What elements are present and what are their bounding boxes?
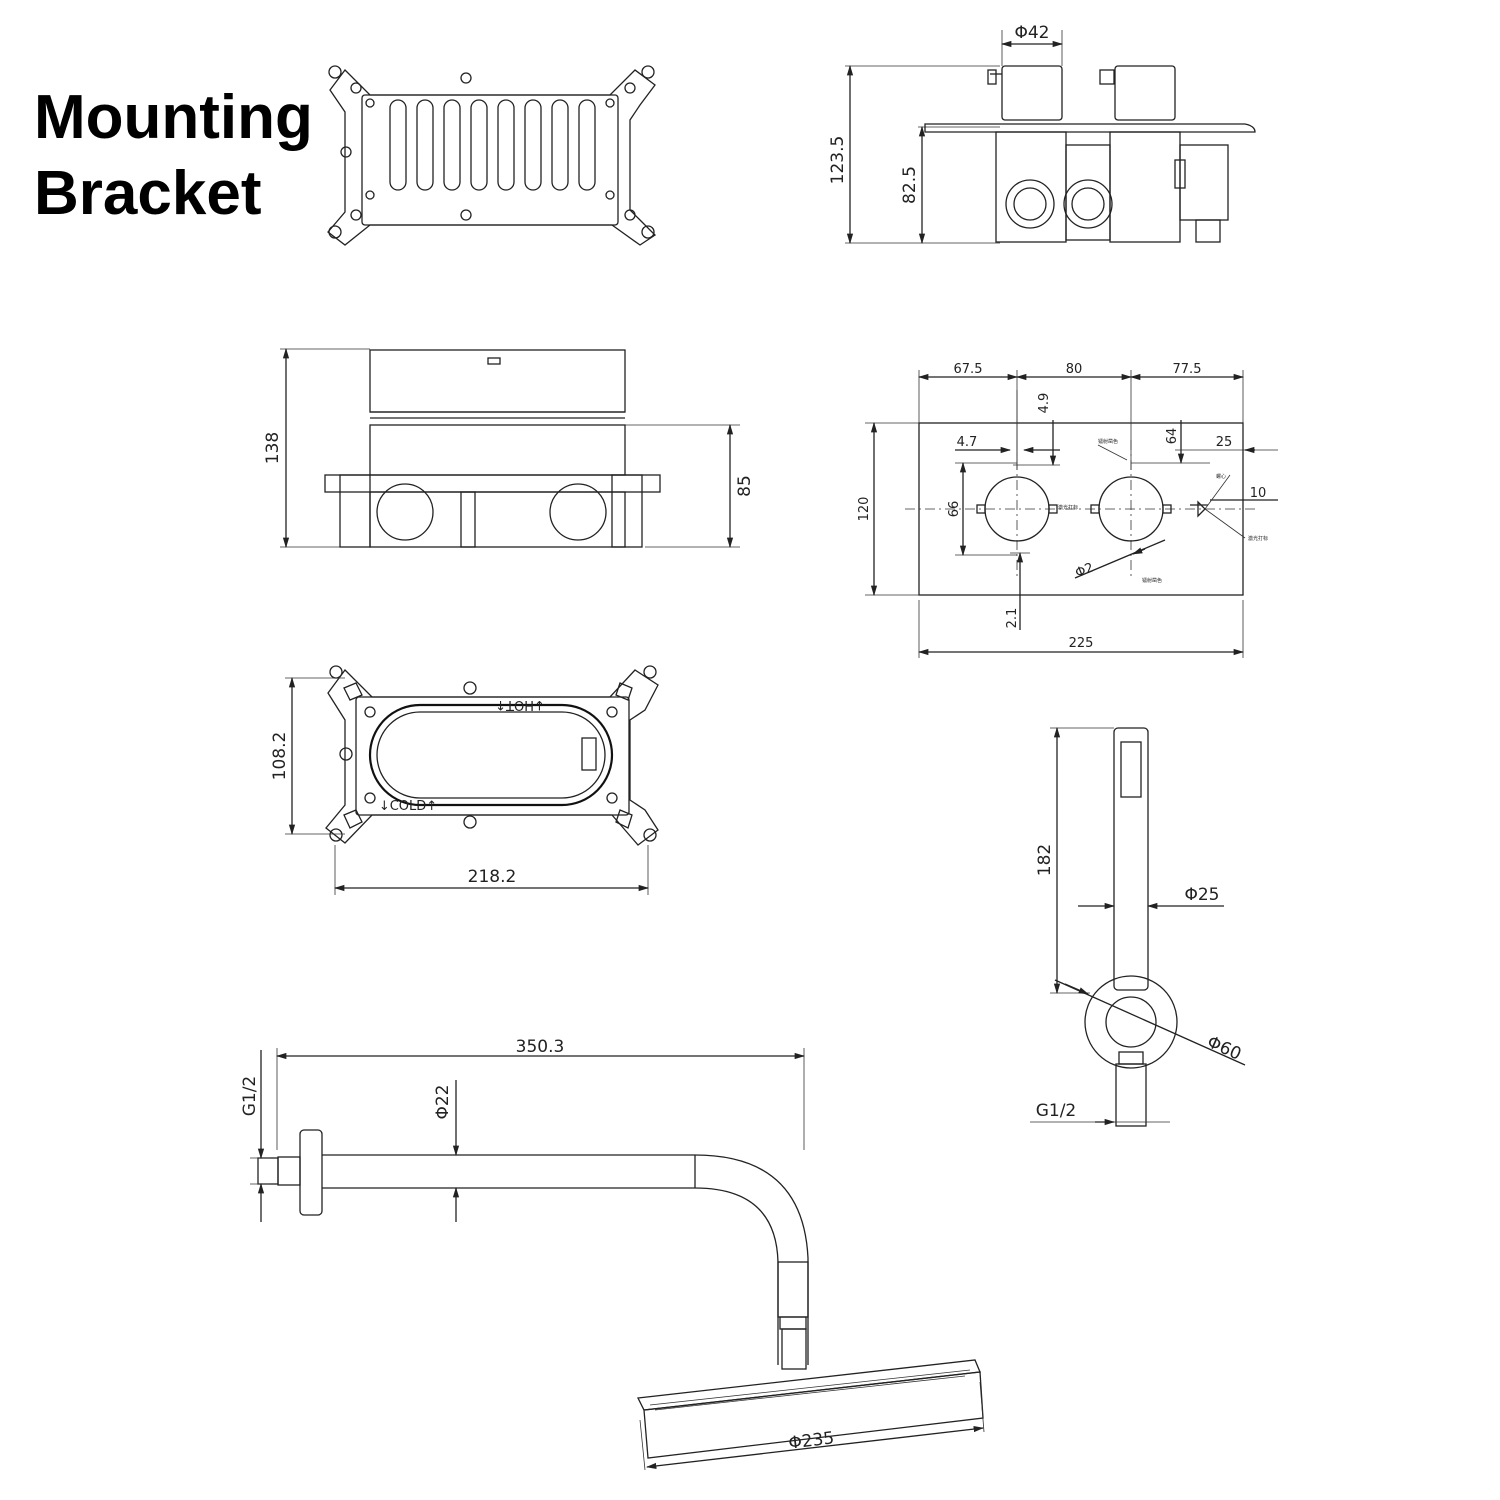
dim-box-height-body: 85 <box>735 475 755 497</box>
hand-shower-view: 182 Φ25 Φ60 G1/2 <box>1030 726 1246 1127</box>
dim-plate-height: 120 <box>857 497 872 522</box>
dim-4-9: 4.9 <box>1037 393 1052 414</box>
faceplate-front-view: 67.5 80 77.5 4.9 4.7 64 25 10 螺心 激光打标 镭射… <box>857 362 1278 658</box>
dim-66: 66 <box>947 501 962 518</box>
dim-box-height-total: 138 <box>263 432 283 464</box>
dim-arm-length: 350.3 <box>516 1037 565 1057</box>
dim-arm-thread: G1/2 <box>240 1076 260 1117</box>
dim-phi2: Φ2 <box>1073 560 1096 581</box>
bracket-front-view: ↓HOT↑ ↓COLD↑ 108.2 218.2 <box>270 665 659 895</box>
dim-head-diameter: Φ235 <box>787 1428 835 1453</box>
note-laser-top: 镭射凿色 <box>1098 438 1118 445</box>
dim-knob-diameter: Φ42 <box>1014 23 1049 43</box>
dim-plate-left: 67.5 <box>954 362 983 377</box>
dim-2-1: 2.1 <box>1005 608 1020 629</box>
dim-64: 64 <box>1165 428 1180 445</box>
title-line-2: Bracket <box>34 159 262 228</box>
box-side-view: 138 85 <box>263 347 755 549</box>
dim-plate-width: 225 <box>1069 636 1094 651</box>
bracket-top-view <box>327 65 657 246</box>
note-laser-right: 激光打标 <box>1248 535 1268 542</box>
dim-bracket-width: 218.2 <box>468 867 517 887</box>
note-laser-mid: 激光打标 <box>1058 504 1078 511</box>
dim-plate-mid: 80 <box>1066 362 1083 377</box>
dim-hand-height: 182 <box>1035 844 1055 876</box>
shower-arm-view: 350.3 G1/2 Φ22 Φ235 <box>240 1037 985 1471</box>
dim-pipe-diameter: Φ22 <box>433 1084 453 1119</box>
dim-valve-height-total: 123.5 <box>828 136 848 185</box>
title-line-1: Mounting <box>34 83 313 152</box>
note-center: 螺心 <box>1216 473 1226 480</box>
valve-side-view: 123.5 82.5 Φ42 <box>828 23 1256 245</box>
label-hot: ↓HOT↑ <box>495 697 545 712</box>
label-cold: ↓COLD↑ <box>379 799 437 814</box>
dim-hand-diameter: Φ25 <box>1184 885 1219 905</box>
note-laser-bottom: 镭射凿色 <box>1142 577 1162 584</box>
dim-10: 10 <box>1250 486 1267 501</box>
dim-wall-diameter: Φ60 <box>1204 1032 1244 1065</box>
dim-plate-right: 77.5 <box>1173 362 1202 377</box>
page-title: Mounting Bracket <box>34 80 313 232</box>
dim-bracket-height: 108.2 <box>270 732 290 781</box>
dim-4-7: 4.7 <box>957 435 978 450</box>
dim-25: 25 <box>1216 435 1233 450</box>
dim-hand-thread: G1/2 <box>1036 1101 1077 1121</box>
dim-valve-height-body: 82.5 <box>900 166 920 204</box>
